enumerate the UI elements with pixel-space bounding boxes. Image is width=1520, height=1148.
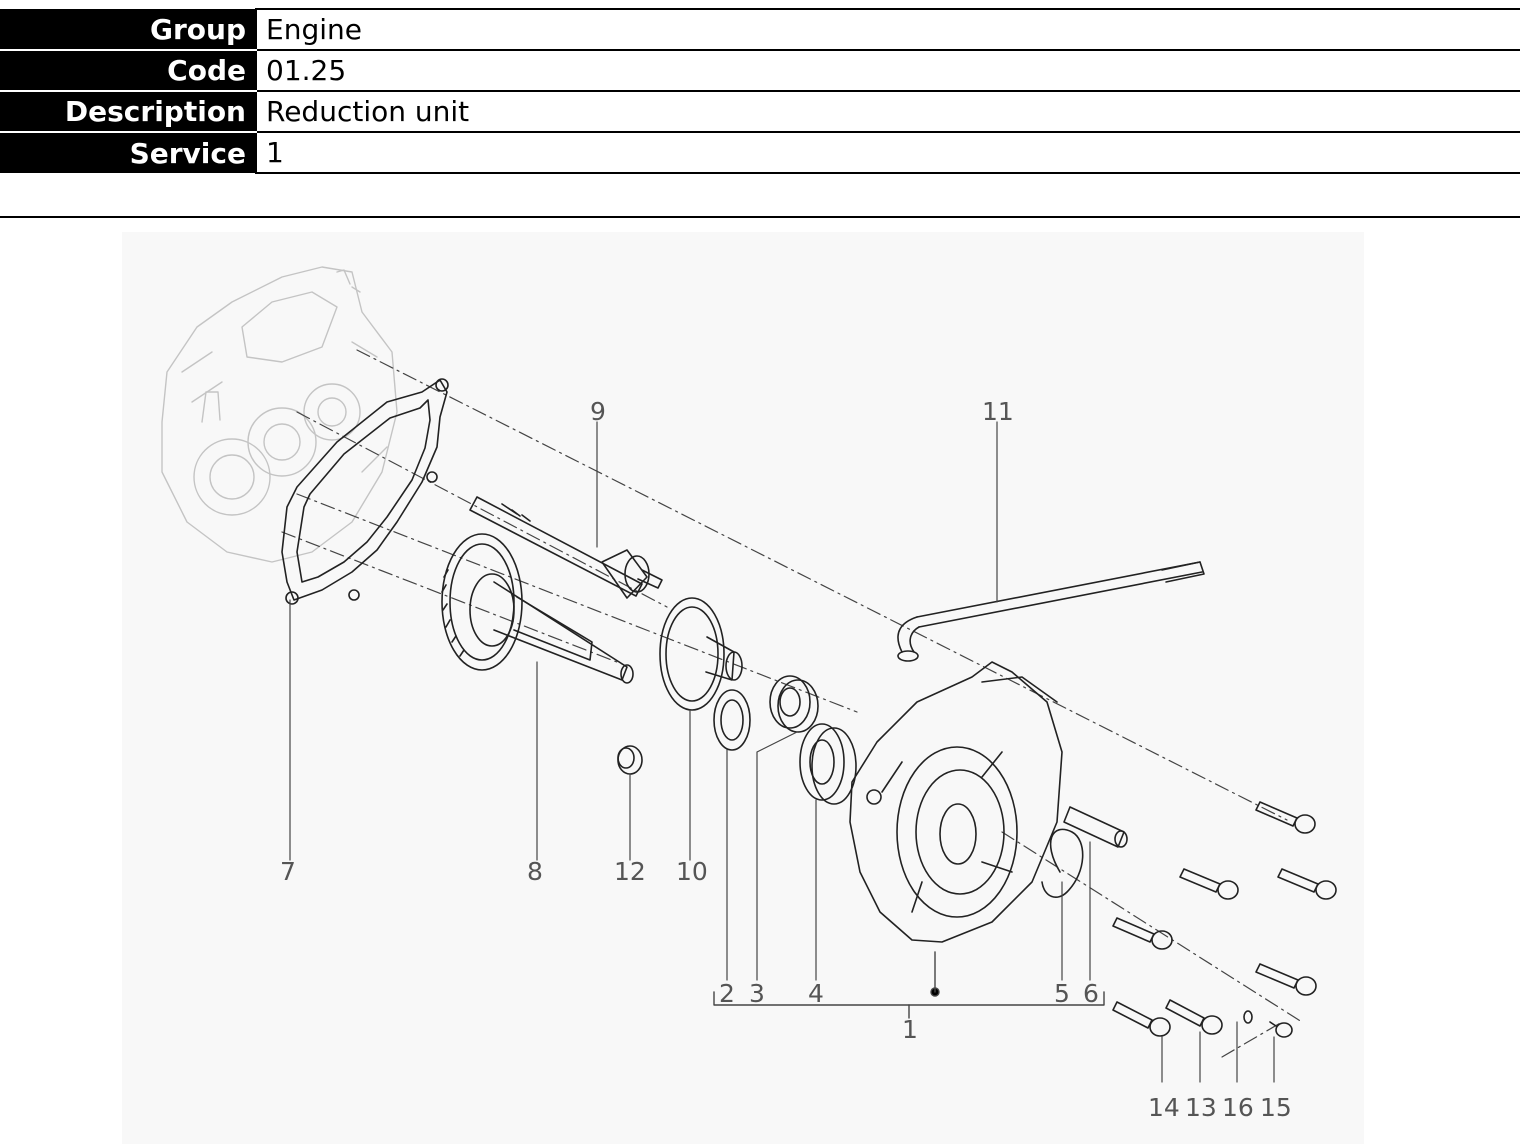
description-label: Description [0, 91, 256, 133]
bolt-lower-right [1255, 963, 1317, 996]
cover-part-1 [849, 661, 1063, 943]
section-divider [0, 216, 1520, 218]
description-value: Reduction unit [255, 90, 1520, 133]
callout-13: 13 [1185, 1093, 1217, 1122]
dowel-part-6 [1063, 806, 1128, 848]
service-value: 1 [255, 131, 1520, 174]
gasket-part-7 [281, 378, 449, 605]
gear-part-10 [659, 597, 743, 711]
callout-3: 3 [749, 979, 765, 1008]
bolt-mid-right [1277, 868, 1337, 900]
bolt-13 [1165, 999, 1223, 1035]
callout-16: 16 [1222, 1093, 1254, 1122]
callout-9: 9 [590, 397, 606, 426]
callout-10: 10 [676, 857, 708, 886]
code-label: Code [0, 50, 256, 92]
callout-12: 12 [614, 857, 646, 886]
callout-1: 1 [902, 1015, 918, 1044]
callout-2: 2 [719, 979, 735, 1008]
bearing-part-3 [769, 675, 819, 733]
callout-11: 11 [982, 397, 1014, 426]
service-label: Service [0, 132, 256, 173]
bearing-part-4 [799, 723, 857, 805]
row-service: Service 1 [0, 131, 1520, 174]
callout-labels: 7 8 12 10 9 11 2 3 4 5 6 1 14 13 16 15 [280, 397, 1292, 1122]
vent-tube-part-11 [897, 561, 1205, 662]
bolt-mid-left [1179, 868, 1239, 900]
bolts-group [1112, 801, 1337, 1038]
callout-7: 7 [280, 857, 296, 886]
callout-6: 6 [1083, 979, 1099, 1008]
washer-16 [1243, 1010, 1253, 1024]
callout-15: 15 [1260, 1093, 1292, 1122]
exploded-diagram: 7 8 12 10 9 11 2 3 4 5 6 1 14 13 16 15 [161, 266, 1337, 1122]
callout-4: 4 [808, 979, 824, 1008]
oil-seal-part-2 [713, 689, 751, 751]
bolt-lower-left [1112, 917, 1173, 950]
screw-15 [1269, 1021, 1293, 1038]
part-info-table: Group Engine Code 01.25 Description Redu… [0, 8, 1520, 174]
crankcase-drawing [161, 266, 398, 563]
group-label: Group [0, 9, 256, 51]
gear-shaft-part-8 [441, 533, 634, 684]
row-group: Group Engine [0, 8, 1520, 51]
group-value: Engine [255, 8, 1520, 51]
row-code: Code 01.25 [0, 49, 1520, 92]
assembly-axis-lines [281, 349, 1303, 1058]
callout-14: 14 [1148, 1093, 1180, 1122]
circlip-part-5 [1041, 828, 1084, 898]
callout-8: 8 [527, 857, 543, 886]
bolt-top [1255, 801, 1316, 834]
row-description: Description Reduction unit [0, 90, 1520, 133]
shaft-part-9 [469, 496, 663, 599]
bolt-14 [1112, 1001, 1171, 1037]
assembly-bracket [713, 951, 1105, 1019]
plug-part-12 [617, 745, 643, 775]
exploded-view-figure: 7 8 12 10 9 11 2 3 4 5 6 1 14 13 16 15 [122, 232, 1364, 1144]
leader-lines [289, 421, 1275, 1083]
code-value: 01.25 [255, 49, 1520, 92]
callout-5: 5 [1054, 979, 1070, 1008]
